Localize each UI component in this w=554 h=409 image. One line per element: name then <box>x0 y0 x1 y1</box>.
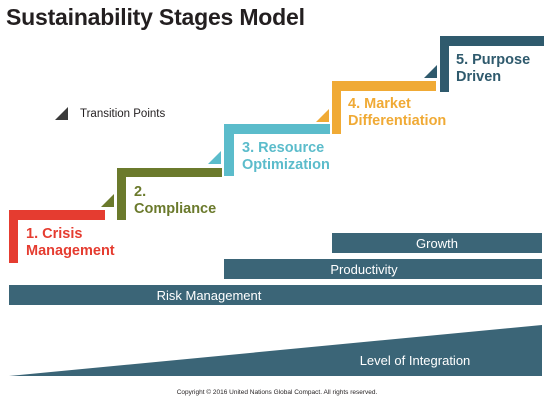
stage-3-name-line2: Optimization <box>242 157 330 173</box>
stage-1-name: Crisis <box>42 226 83 242</box>
transition-point-icon <box>316 109 329 122</box>
stage-2-bracket <box>117 168 222 220</box>
stage-2-label: 2. Compliance <box>134 184 216 218</box>
risk-management-label: Risk Management <box>156 288 262 303</box>
productivity-label: Productivity <box>330 262 398 277</box>
transition-point-icon <box>424 65 437 78</box>
stage-5-number: 5. <box>456 52 469 68</box>
transition-point-icon <box>101 194 114 207</box>
stage-4-bracket <box>332 81 436 134</box>
productivity-bar <box>224 259 542 279</box>
stage-2-name: Compliance <box>134 201 217 217</box>
stage-5-name: Purpose <box>472 52 531 68</box>
stage-1-label: 1. Crisis Management <box>26 226 115 260</box>
stage-5-bracket <box>440 36 544 92</box>
stage-3-number: 3. <box>242 140 255 156</box>
stage-3-name: Resource <box>258 140 325 156</box>
transition-point-icon <box>208 151 221 164</box>
integration-label: Level of Integration <box>359 353 471 368</box>
stage-4-name: Market <box>364 96 411 112</box>
stage-5-name-line2: Driven <box>456 69 502 85</box>
copyright-text: Copyright © 2016 United Nations Global C… <box>176 389 378 396</box>
stage-1-number: 1. <box>26 226 39 242</box>
integration-wedge <box>9 325 542 376</box>
stage-2-number: 2. <box>134 184 147 200</box>
page-title: Sustainability Stages Model <box>6 4 305 30</box>
stage-1-bracket <box>9 210 105 263</box>
stage-4-name-line2: Differentiation <box>348 113 447 129</box>
risk-management-bar <box>9 285 542 305</box>
triangle-marker-icon <box>55 107 68 120</box>
stage-4-label: 4. Market Differentiation <box>348 96 446 130</box>
growth-bar <box>332 233 542 253</box>
stage-4-number: 4. <box>348 96 361 112</box>
stage-5-label: 5. Purpose Driven <box>456 52 530 86</box>
legend-label: Transition Points <box>80 108 166 120</box>
growth-label: Growth <box>416 236 458 251</box>
stage-3-label: 3. Resource Optimization <box>242 140 330 174</box>
stage-3-bracket <box>224 124 330 176</box>
stage-1-name-line2: Management <box>26 243 115 259</box>
